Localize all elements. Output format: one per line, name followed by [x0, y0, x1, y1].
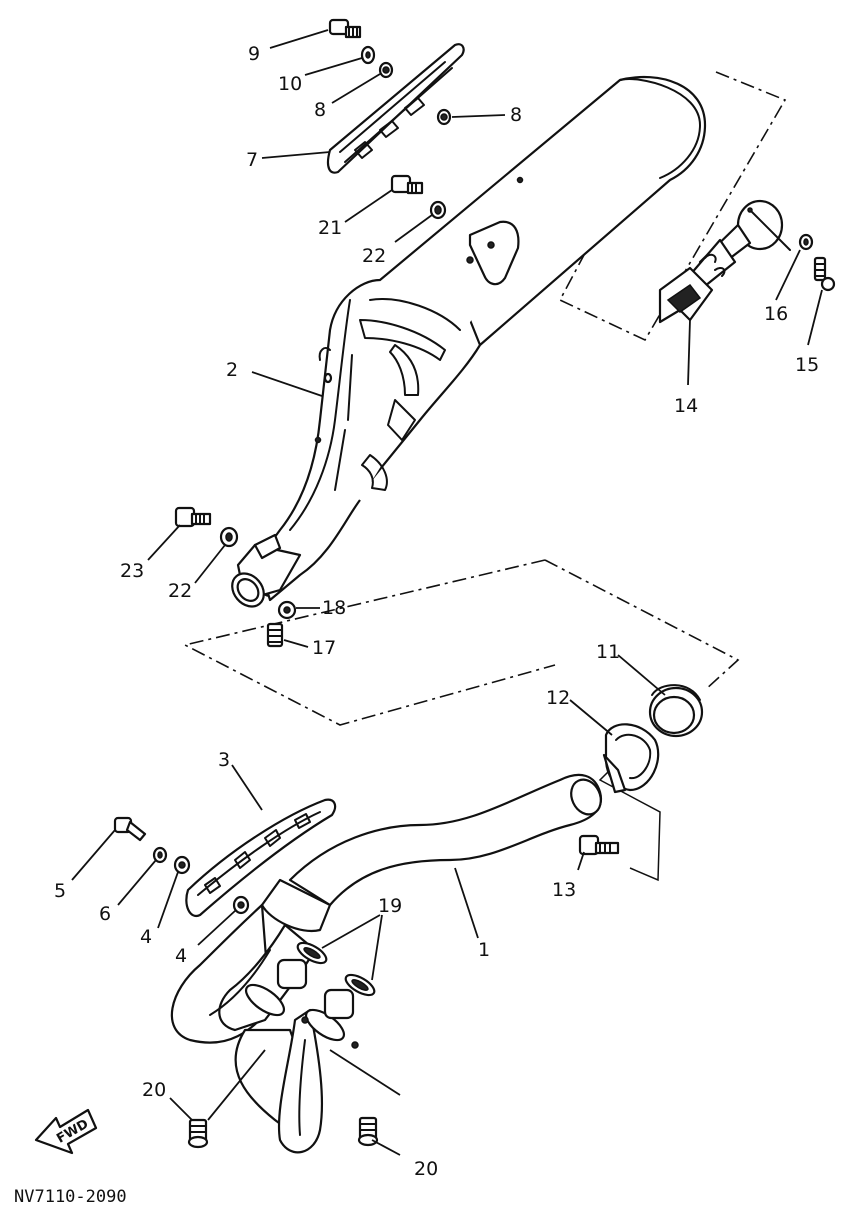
label-1: 1: [478, 939, 490, 961]
label-5: 5: [54, 880, 66, 902]
label-20b: 20: [414, 1158, 438, 1180]
label-14: 14: [674, 395, 698, 417]
label-4b: 4: [175, 945, 187, 967]
exhaust-pipe: [170, 773, 603, 1154]
silencer-insert: [658, 199, 791, 324]
bolt-23: [174, 506, 212, 528]
gasket-19b: [344, 973, 376, 997]
label-11: 11: [596, 641, 620, 663]
pipe-protector: [185, 798, 337, 918]
gasket-11: [648, 684, 704, 738]
washer-22a: [429, 200, 447, 220]
label-18: 18: [322, 597, 346, 619]
bolt-9: [328, 18, 362, 39]
muffler-heat-protector: [326, 43, 465, 174]
washer-18: [277, 600, 297, 620]
seal-12: [602, 723, 660, 794]
collar-10: [360, 45, 376, 65]
label-8b: 8: [510, 104, 522, 126]
label-3: 3: [218, 749, 230, 771]
screw-5: [113, 816, 147, 842]
label-22b: 22: [168, 580, 192, 602]
muffler: [231, 75, 707, 608]
collar-6: [152, 846, 168, 864]
label-22a: 22: [362, 245, 386, 267]
bolt-17: [266, 622, 284, 648]
grommet-8a: [378, 61, 394, 79]
label-9: 9: [248, 43, 260, 65]
bolt-13: [578, 834, 620, 856]
label-6: 6: [99, 903, 111, 925]
grommet-8b: [436, 108, 452, 126]
clamp-assembly-box: [182, 559, 740, 726]
gasket-assembly-box: [598, 769, 661, 882]
silencer-insert-assembly-box: [558, 71, 787, 342]
label-23: 23: [120, 560, 144, 582]
bolt-20a: [187, 1118, 209, 1149]
label-20a: 20: [142, 1079, 166, 1101]
label-8a: 8: [314, 99, 326, 121]
label-15: 15: [795, 354, 819, 376]
label-17: 17: [312, 637, 336, 659]
label-13: 13: [552, 879, 576, 901]
label-10: 10: [278, 73, 302, 95]
washer-4b: [232, 895, 250, 915]
diagram-code: NV7110-2090: [14, 1187, 127, 1207]
washer-22b: [219, 526, 239, 548]
label-2: 2: [226, 359, 238, 381]
label-4a: 4: [140, 926, 152, 948]
label-7: 7: [246, 149, 258, 171]
fwd-arrow-icon: FWD: [34, 1108, 98, 1155]
gasket-19a: [296, 941, 328, 965]
screw-15: [813, 256, 836, 292]
callout-labels: 9 10 8 8 7 21 22 2 14 16 15 23 22 18 17 …: [54, 43, 819, 1180]
label-21: 21: [318, 217, 342, 239]
leader-lines: [71, 29, 823, 1156]
label-12: 12: [546, 687, 570, 709]
bolt-21: [390, 174, 424, 195]
washer-4a: [173, 855, 191, 875]
label-16: 16: [764, 303, 788, 325]
label-19: 19: [378, 895, 402, 917]
bolt-20b: [357, 1116, 379, 1147]
washer-16: [798, 233, 814, 251]
